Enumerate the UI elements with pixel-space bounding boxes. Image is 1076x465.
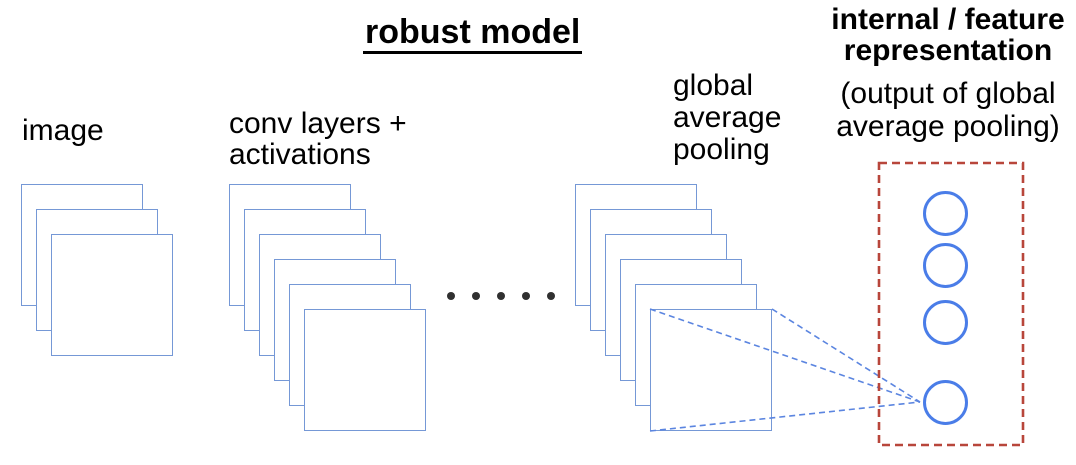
feature-node (923, 243, 968, 288)
ellipsis-dot (497, 292, 505, 300)
ellipsis-dot (547, 292, 555, 300)
feature-representation-title: internal / feature representation (831, 3, 1065, 67)
feature-representation-subtitle: (output of global average pooling) (836, 77, 1060, 143)
feature-node (923, 191, 968, 236)
image-label: image (22, 114, 104, 147)
image-square (51, 234, 173, 356)
diagram-title-text: robust model (363, 14, 583, 54)
feature-representation-heading: internal / feature representation (outpu… (820, 4, 1076, 143)
ellipsis-dot (447, 292, 455, 300)
feature-node (923, 300, 968, 345)
pooling-connector-topright (771, 308, 921, 403)
conv-layers-label: conv layers + activations (229, 107, 407, 171)
pooling-feature-map-square (650, 309, 772, 431)
ellipsis-dots (447, 292, 555, 300)
ellipsis-dot (522, 292, 530, 300)
global-average-pooling-label: global average pooling (673, 69, 782, 166)
ellipsis-dot (472, 292, 480, 300)
feature-node (923, 380, 968, 425)
diagram-title: robust model (363, 14, 583, 54)
conv-feature-map-square (304, 309, 426, 431)
